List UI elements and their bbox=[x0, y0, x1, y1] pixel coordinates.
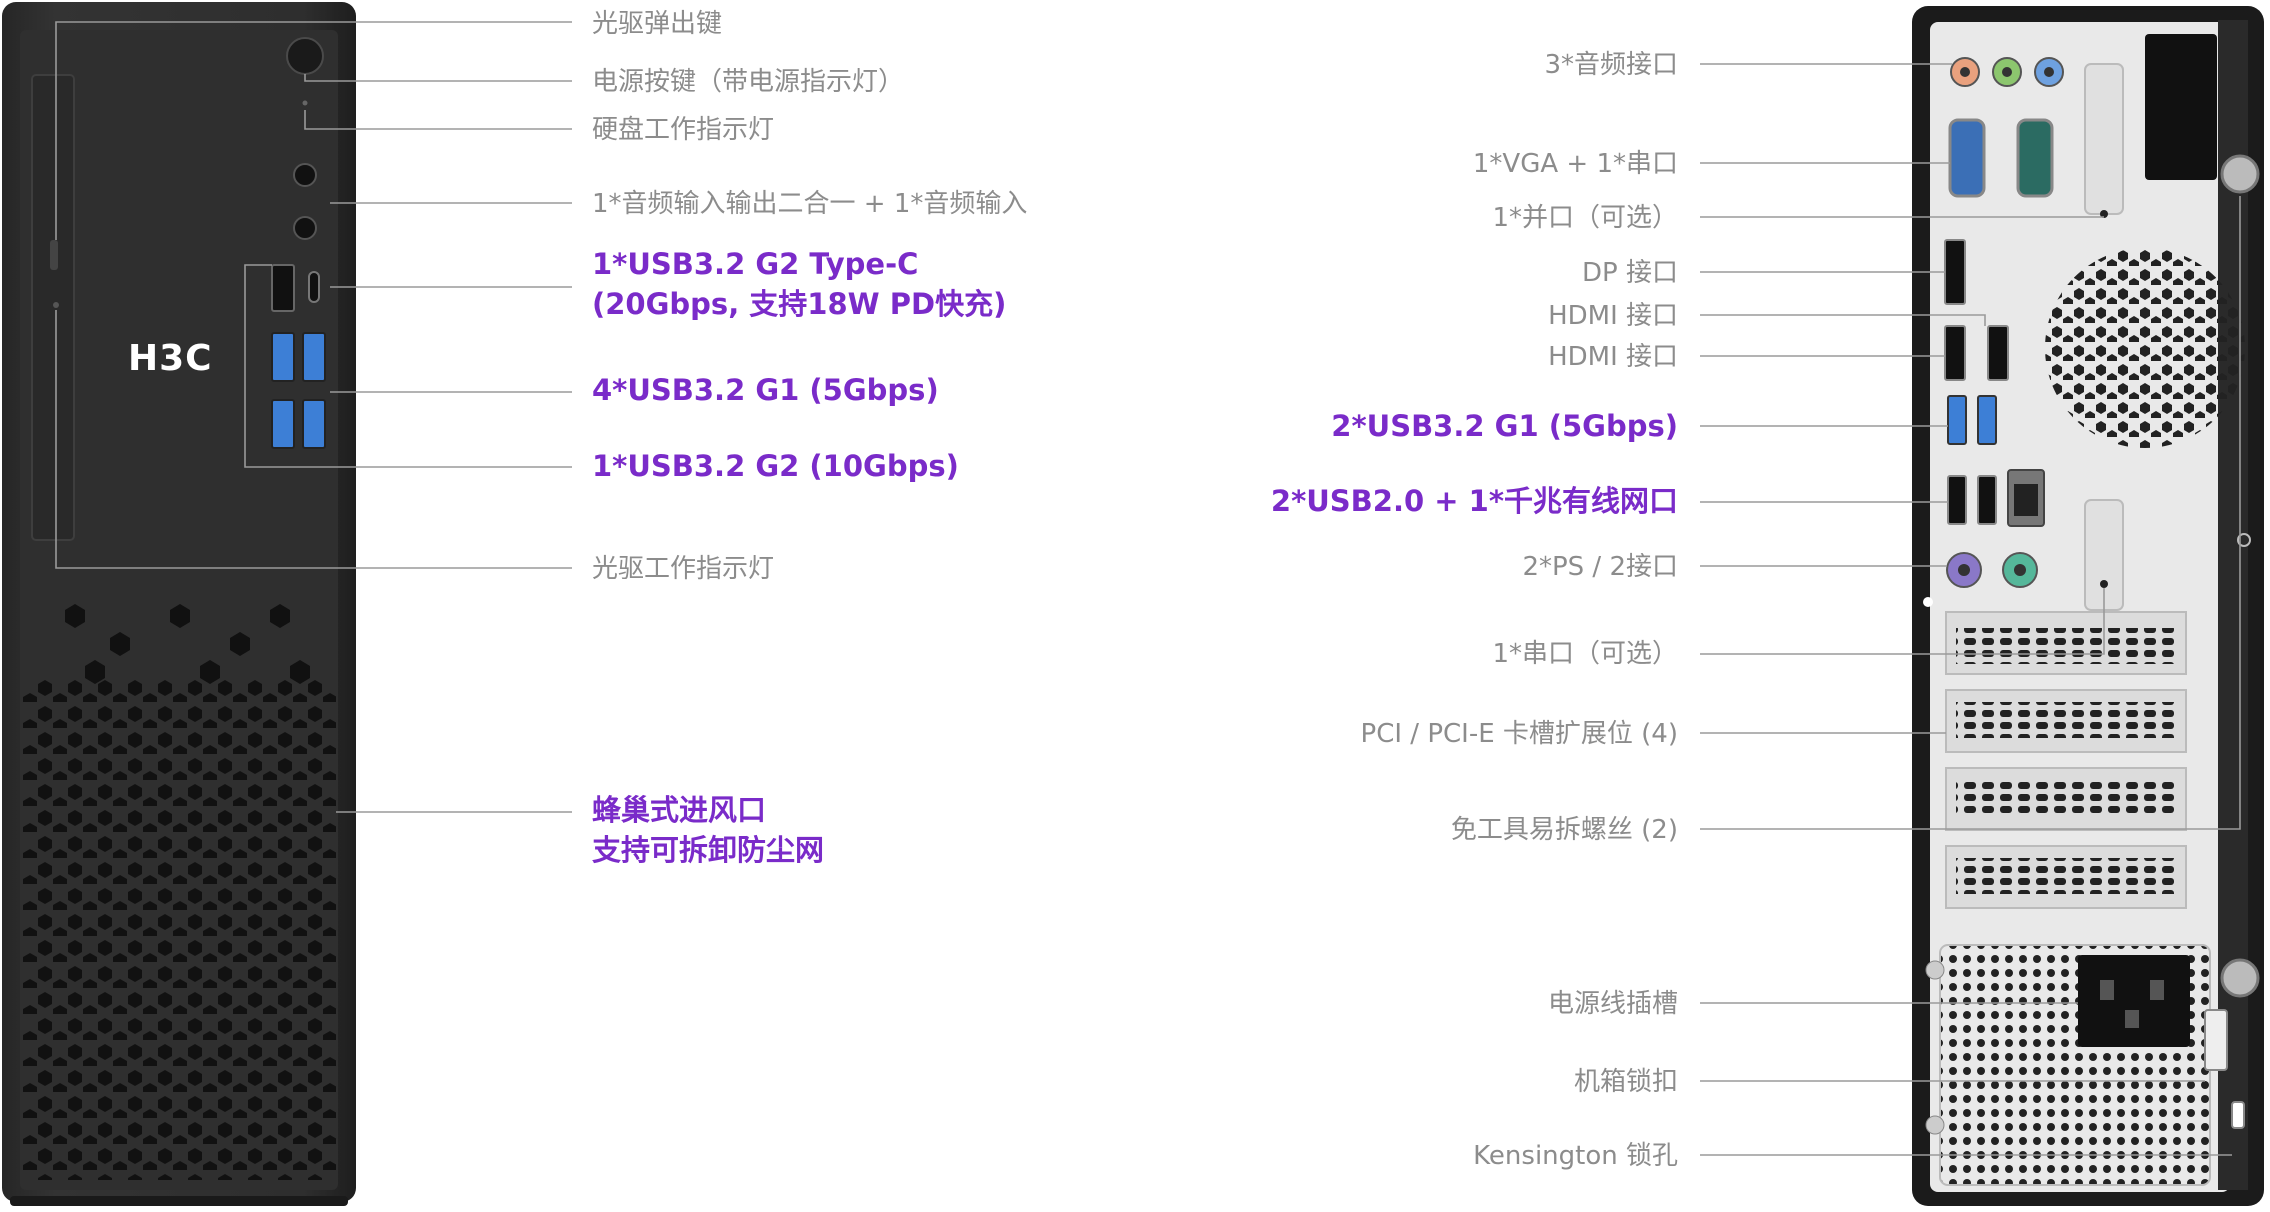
label-pci-slots: PCI / PCI-E 卡槽扩展位 (4) bbox=[1360, 719, 1678, 749]
label-honeycomb-vent: 蜂巢式进风口 支持可拆卸防尘网 bbox=[592, 790, 824, 870]
front-tower-illustration bbox=[2, 2, 356, 1206]
optical-drive[interactable] bbox=[31, 74, 75, 541]
label-audio-front: 1*音频输入输出二合一 + 1*音频输入 bbox=[592, 189, 1028, 219]
hdmi-port[interactable] bbox=[1944, 325, 1966, 381]
leader-line bbox=[1700, 196, 2241, 830]
kensington-slot[interactable] bbox=[2231, 1101, 2245, 1129]
audio-in-jack[interactable] bbox=[293, 216, 317, 240]
vga-port[interactable] bbox=[1948, 118, 1986, 198]
label-usb-g2-front: 1*USB3.2 G2 (10Gbps) bbox=[592, 449, 959, 483]
usb2-port[interactable] bbox=[1947, 475, 1967, 525]
brand-logo: H3C bbox=[128, 338, 213, 379]
side-hole bbox=[2237, 533, 2251, 547]
audio-combo-jack[interactable] bbox=[293, 163, 317, 187]
label-usb-g1-rear: 2*USB3.2 G1 (5Gbps) bbox=[1331, 409, 1678, 443]
vent-scatter bbox=[65, 604, 310, 684]
pci-slots-group bbox=[1945, 611, 2187, 909]
hdmi-port[interactable] bbox=[1987, 325, 2009, 381]
fan-grille bbox=[2045, 248, 2245, 448]
usb-g1-port[interactable] bbox=[271, 332, 295, 382]
label-power-button: 电源按键（带电源指示灯） bbox=[592, 67, 905, 97]
psu-screw bbox=[1925, 1115, 1945, 1135]
leader-line bbox=[1700, 588, 2105, 655]
top-dark-block bbox=[2145, 34, 2217, 180]
hdd-led-dot bbox=[302, 100, 308, 106]
label-usb-typec-line1: 1*USB3.2 G2 Type-C bbox=[592, 247, 919, 281]
label-audio-rear: 3*音频接口 bbox=[1544, 50, 1678, 80]
label-odd-eject: 光驱弹出键 bbox=[592, 9, 723, 39]
usb-g1-rear-port[interactable] bbox=[1947, 395, 1967, 445]
label-usb-typec: 1*USB3.2 G2 Type-C (20Gbps, 支持18W PD快充) bbox=[592, 244, 1006, 324]
odd-led-dot bbox=[53, 302, 59, 308]
leader-line bbox=[304, 110, 572, 130]
odd-eject-button[interactable] bbox=[50, 240, 58, 270]
label-honeycomb-vent-line1: 蜂巢式进风口 bbox=[592, 793, 767, 827]
leader-line bbox=[304, 74, 572, 82]
label-power-socket: 电源线插槽 bbox=[1547, 989, 1678, 1019]
usb-g1-port[interactable] bbox=[302, 332, 326, 382]
label-vga-serial: 1*VGA + 1*串口 bbox=[1472, 149, 1678, 179]
usb-g1-rear-port[interactable] bbox=[1977, 395, 1997, 445]
usb-g1-port[interactable] bbox=[271, 399, 295, 449]
label-screws: 免工具易拆螺丝 (2) bbox=[1450, 815, 1678, 845]
psu-screw bbox=[1925, 960, 1945, 980]
label-chassis-lock: 机箱锁扣 bbox=[1573, 1067, 1678, 1097]
serial-port[interactable] bbox=[2016, 118, 2054, 198]
chassis-lock-tab[interactable] bbox=[2204, 1009, 2228, 1071]
label-ps2: 2*PS / 2接口 bbox=[1522, 552, 1678, 582]
leader-line bbox=[55, 310, 572, 569]
leader-line bbox=[55, 21, 572, 240]
usb-g2-port[interactable] bbox=[271, 264, 295, 312]
leader-line bbox=[1700, 314, 1986, 326]
leader-line bbox=[244, 264, 572, 468]
label-usb-g1-front: 4*USB3.2 G1 (5Gbps) bbox=[592, 373, 939, 407]
rear-hole bbox=[1923, 597, 1933, 607]
label-hdd-led: 硬盘工作指示灯 bbox=[592, 115, 775, 145]
tower-base bbox=[10, 1196, 348, 1206]
label-hdmi-1: HDMI 接口 bbox=[1548, 301, 1678, 331]
usb2-port[interactable] bbox=[1977, 475, 1997, 525]
label-parallel: 1*并口（可选） bbox=[1492, 203, 1678, 233]
label-usb2-lan: 2*USB2.0 + 1*千兆有线网口 bbox=[1270, 484, 1678, 518]
label-usb-typec-line2: (20Gbps, 支持18W PD快充) bbox=[592, 287, 1007, 321]
label-hdmi-2: HDMI 接口 bbox=[1548, 342, 1678, 372]
honeycomb-vent-grille bbox=[22, 680, 336, 1180]
power-socket[interactable] bbox=[2078, 955, 2190, 1047]
label-odd-led: 光驱工作指示灯 bbox=[592, 554, 775, 584]
thumbscrew[interactable] bbox=[2220, 154, 2260, 194]
label-honeycomb-vent-line2: 支持可拆卸防尘网 bbox=[592, 833, 825, 867]
label-dp: DP 接口 bbox=[1582, 258, 1678, 288]
label-serial-optional: 1*串口（可选） bbox=[1492, 639, 1678, 669]
usb-typec-port[interactable] bbox=[308, 271, 320, 303]
thumbscrew[interactable] bbox=[2220, 958, 2260, 998]
label-kensington: Kensington 锁孔 bbox=[1473, 1141, 1678, 1171]
usb-g1-port[interactable] bbox=[302, 399, 326, 449]
